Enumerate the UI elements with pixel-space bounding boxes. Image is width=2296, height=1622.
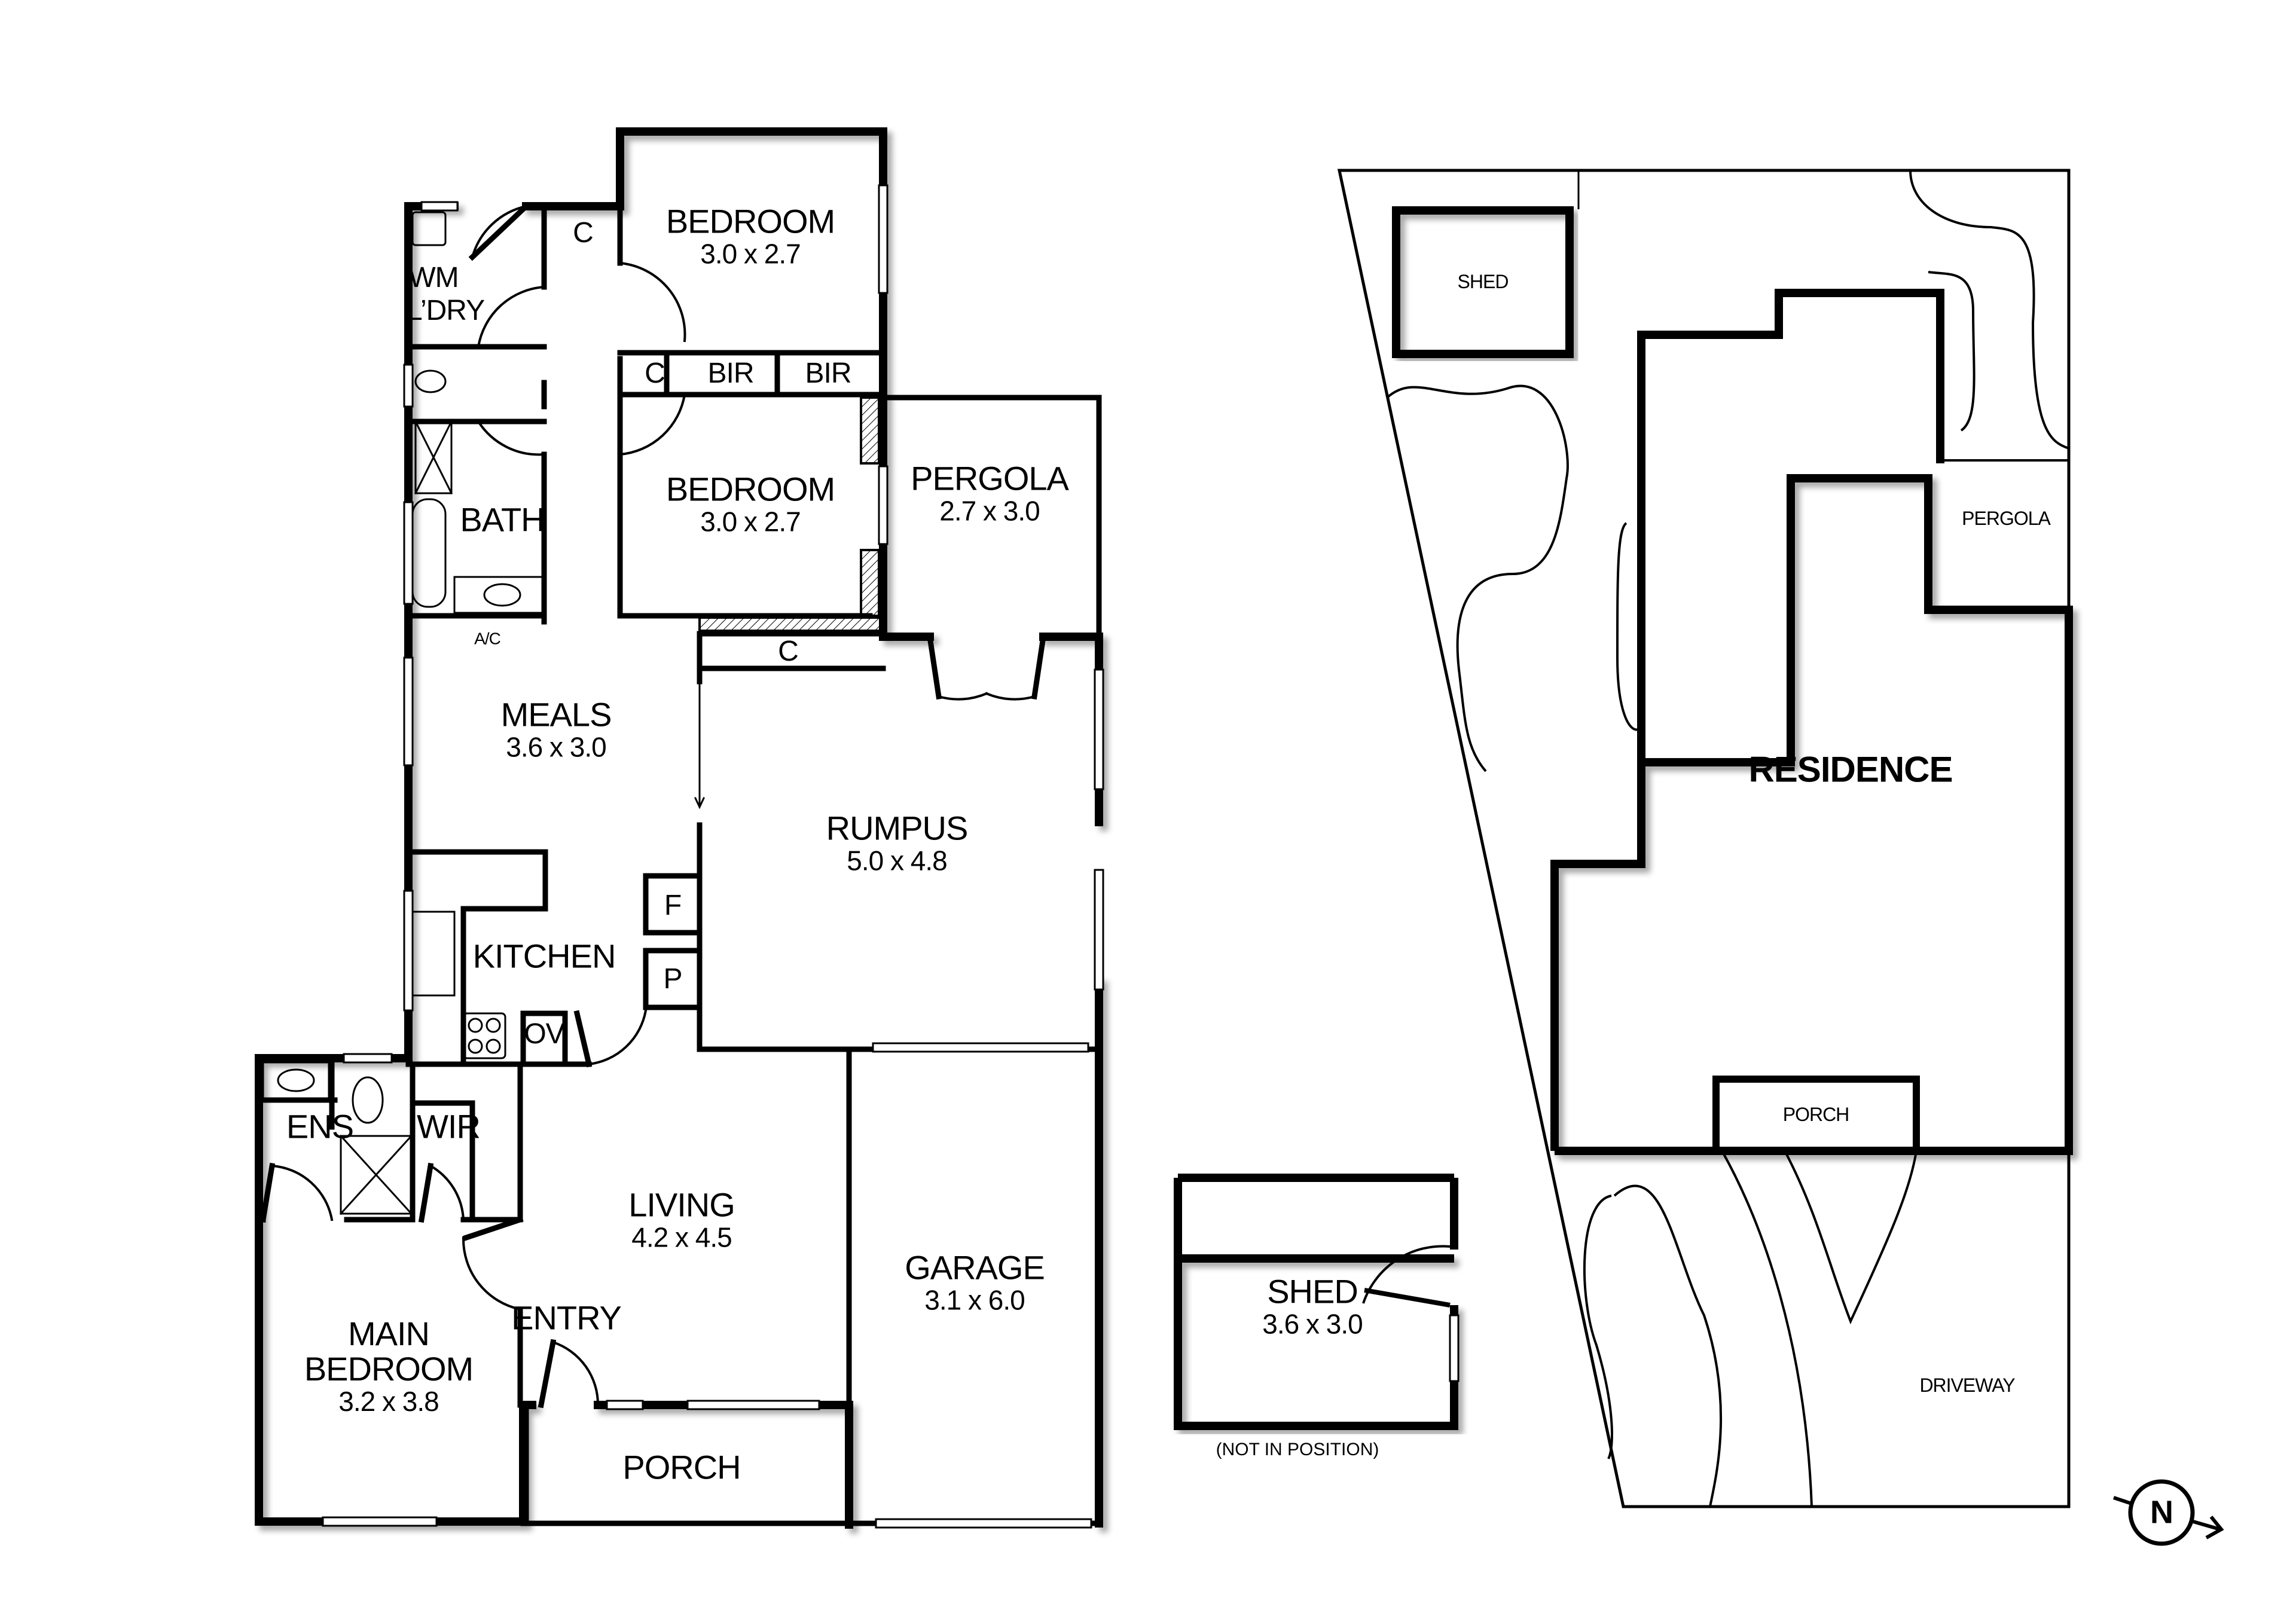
label-bir-1: BIR [707, 357, 754, 389]
room-label-bath: BATH [460, 500, 545, 539]
shed-plan [1174, 1174, 1460, 1430]
label-closet-top: C [573, 216, 594, 249]
label-closet-mid: C [645, 357, 665, 389]
room-label-shed: SHED 3.6 x 3.0 [1262, 1272, 1363, 1340]
label-bir-2: BIR [805, 357, 851, 389]
room-label-bedroom-2: BEDROOM 3.0 x 2.7 [665, 470, 835, 537]
compass-north-letter: N [2150, 1494, 2173, 1531]
north-arrow [2113, 1479, 2224, 1546]
shed-note: (NOT IN POSITION) [1216, 1440, 1379, 1459]
label-wm: WM [408, 261, 459, 294]
room-label-kitchen: KITCHEN [472, 937, 616, 975]
room-label-wir: WIR [417, 1107, 481, 1146]
label-air-conditioner: A/C [474, 629, 501, 648]
room-label-rumpus: RUMPUS 5.0 x 4.8 [826, 809, 969, 876]
site-label-residence: RESIDENCE [1748, 749, 1953, 790]
site-label-driveway: DRIVEWAY [1919, 1374, 2015, 1397]
room-label-main-bedroom: MAIN BEDROOM 3.2 x 3.8 [304, 1315, 474, 1417]
site-label-pergola: PERGOLA [1962, 508, 2051, 530]
room-label-entry: ENTRY [511, 1299, 622, 1337]
room-label-pergola: PERGOLA 2.7 x 3.0 [911, 459, 1069, 527]
room-label-porch: PORCH [622, 1448, 741, 1486]
label-fridge: F [664, 889, 682, 921]
label-laundry: L’DRY [406, 294, 485, 326]
site-label-porch: PORCH [1782, 1104, 1850, 1126]
room-label-meals: MEALS 3.6 x 3.0 [500, 695, 612, 763]
label-oven: OV [524, 1018, 564, 1050]
label-closet-hall: C [778, 635, 799, 667]
room-label-living: LIVING 4.2 x 4.5 [628, 1186, 735, 1253]
main-floor-plan [255, 127, 1104, 1529]
site-plan [1337, 169, 2073, 1508]
label-pantry: P [663, 963, 682, 995]
site-label-shed: SHED [1457, 271, 1509, 293]
room-label-bedroom-1: BEDROOM 3.0 x 2.7 [665, 202, 835, 270]
room-label-ens: ENS [286, 1107, 354, 1146]
room-label-garage: GARAGE 3.1 x 6.0 [905, 1248, 1045, 1316]
